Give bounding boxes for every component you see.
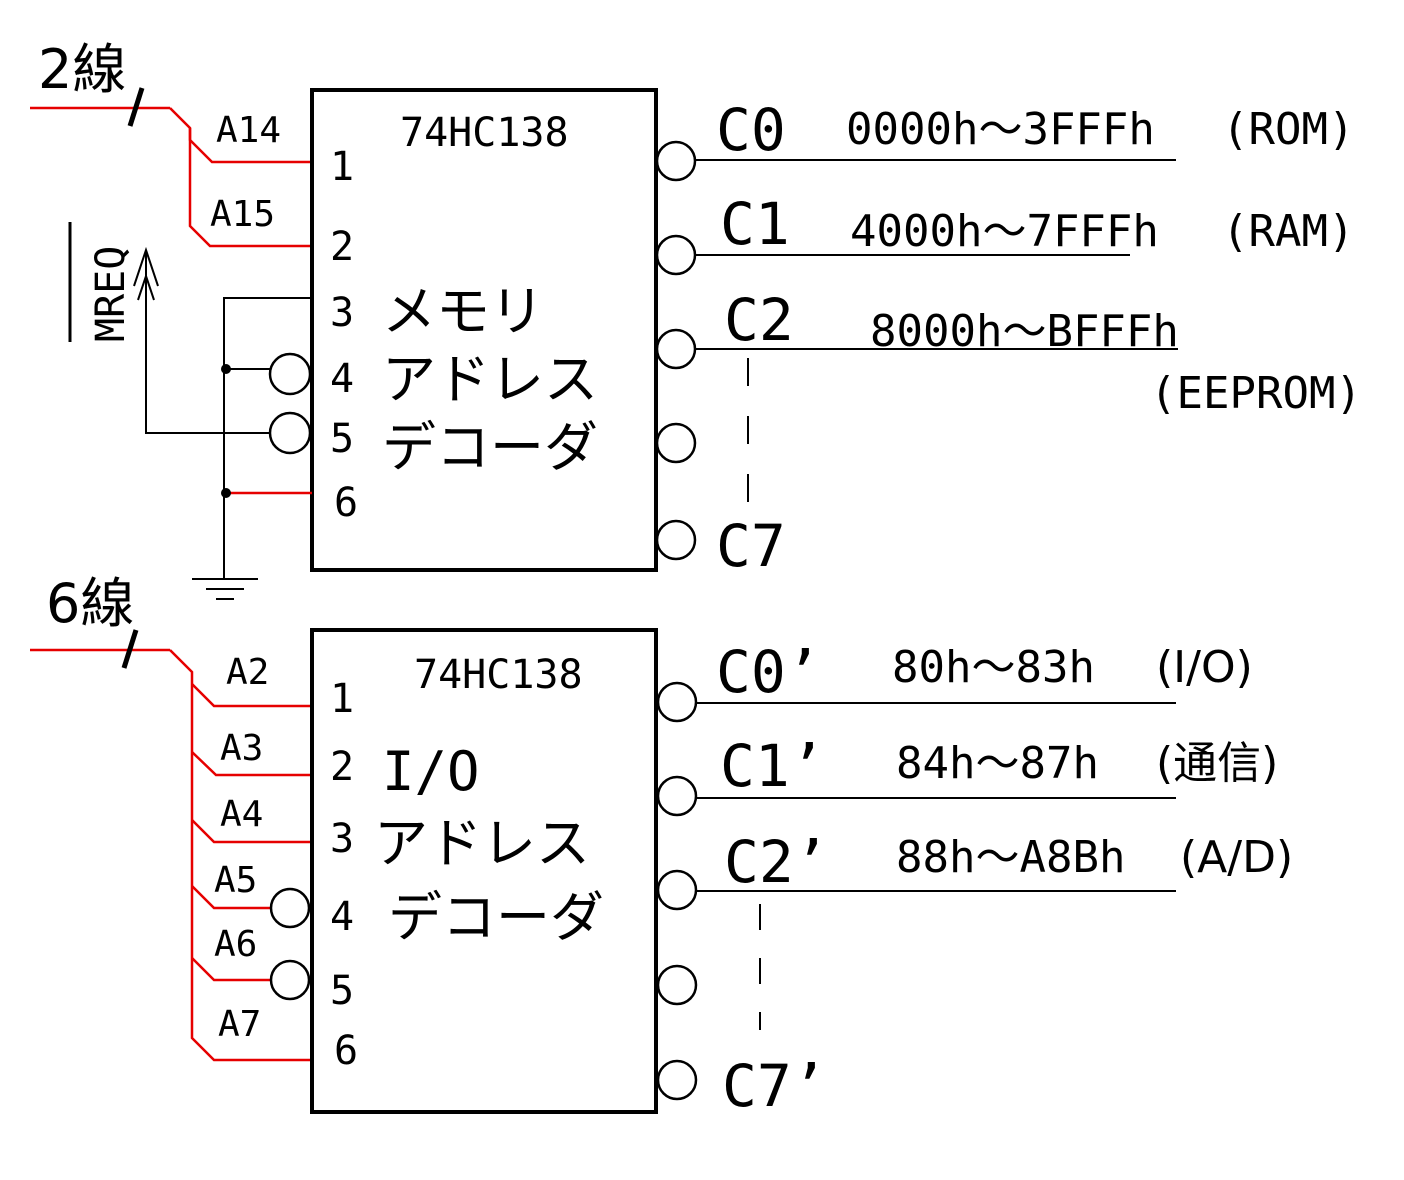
top-wire-a15 bbox=[169, 107, 312, 248]
bottom-addr-label-a6: A6 bbox=[214, 924, 257, 965]
top-output-device-c1: (RAM) bbox=[1222, 206, 1354, 257]
bottom-output-device-c1: (通信) bbox=[1156, 738, 1278, 789]
memory-address-decoder: 2線 A14 A15 74HC138 メモリ アドレス デコーダ 1 2 3 4… bbox=[30, 38, 1362, 600]
bottom-bus-label: 6線 bbox=[46, 572, 134, 635]
bottom-output-name-c2: C2’ bbox=[724, 828, 829, 896]
top-wire-a14 bbox=[188, 128, 312, 164]
mreq-label: MREQ bbox=[88, 246, 134, 342]
mreq-wire bbox=[145, 252, 270, 434]
bottom-title-line-2: アドレス bbox=[374, 812, 590, 875]
top-title-line-3: デコーダ bbox=[382, 416, 598, 479]
bottom-pin-1: 1 bbox=[330, 676, 354, 722]
top-output-bubble-c3 bbox=[655, 422, 697, 464]
top-output-device-c0: (ROM) bbox=[1222, 104, 1354, 155]
top-junction-pin4 bbox=[221, 364, 231, 374]
bottom-pin-4: 4 bbox=[330, 894, 354, 940]
bottom-addr-label-a5: A5 bbox=[214, 860, 257, 901]
bottom-wire-a6 bbox=[191, 957, 270, 982]
bottom-output-bubble-c1 bbox=[656, 775, 698, 817]
top-bus-label: 2線 bbox=[38, 38, 126, 101]
top-output-range-c2: 8000h～BFFFh bbox=[870, 306, 1179, 357]
top-bus-slash bbox=[127, 87, 145, 127]
bottom-pin5-inversion-bubble bbox=[269, 959, 311, 1001]
bottom-output-range-c2: 88h～A8Bh bbox=[896, 832, 1125, 883]
bottom-output-range-c1: 84h～87h bbox=[896, 738, 1099, 789]
bottom-output-name-c1: C1’ bbox=[720, 732, 825, 800]
bottom-output-bubble-c2 bbox=[656, 869, 698, 911]
bottom-output-name-c0: C0’ bbox=[716, 638, 821, 706]
top-output-name-c1: C1 bbox=[720, 190, 790, 258]
bottom-title-line-3: デコーダ bbox=[388, 886, 604, 949]
top-output-range-c0: 0000h～3FFFh bbox=[846, 104, 1155, 155]
bottom-pin4-inversion-bubble bbox=[269, 887, 311, 929]
bottom-addr-label-a2: A2 bbox=[226, 652, 269, 693]
bottom-pin-2: 2 bbox=[330, 744, 354, 790]
bottom-bus-slash bbox=[121, 629, 139, 669]
top-output-name-c0: C0 bbox=[716, 96, 786, 164]
top-pin-4: 4 bbox=[330, 356, 354, 402]
top-addr-label-a14: A14 bbox=[216, 110, 281, 151]
top-addr-label-a15: A15 bbox=[210, 194, 275, 235]
bottom-title-line-1: I/O bbox=[382, 740, 480, 803]
bottom-output-device-c2: (A/D) bbox=[1180, 832, 1293, 883]
bottom-chip-body bbox=[310, 628, 658, 1114]
bottom-pin-3: 3 bbox=[330, 816, 354, 862]
bottom-wire-a2 bbox=[191, 683, 312, 708]
bottom-wire-a5 bbox=[191, 885, 270, 910]
top-junction-pin6 bbox=[221, 488, 231, 498]
bottom-output-bubble-c3 bbox=[656, 964, 698, 1006]
bottom-wire-a7 bbox=[169, 649, 312, 1062]
top-pin-1: 1 bbox=[330, 144, 354, 190]
bottom-addr-label-a4: A4 bbox=[220, 794, 263, 835]
top-title-line-1: メモリ bbox=[382, 280, 544, 343]
top-pin3-ground-wire bbox=[223, 297, 312, 578]
bottom-output-bubble-c7 bbox=[656, 1059, 698, 1101]
bottom-pin-6: 6 bbox=[334, 1028, 358, 1074]
bottom-output-name-c7: C7’ bbox=[722, 1052, 827, 1120]
top-chip-label: 74HC138 bbox=[400, 110, 569, 156]
top-output-name-c7: C7 bbox=[716, 512, 786, 580]
bottom-output-bubble-c0 bbox=[656, 681, 698, 723]
top-output-bubble-c1 bbox=[655, 234, 697, 276]
mreq-arrow-icon bbox=[133, 246, 159, 287]
top-pin-5: 5 bbox=[330, 416, 354, 462]
bottom-pin-5: 5 bbox=[330, 968, 354, 1014]
top-output-name-c2: C2 bbox=[724, 286, 794, 354]
top-output-bubble-c2 bbox=[655, 328, 697, 370]
top-output-device-c2: (EEPROM) bbox=[1150, 368, 1362, 419]
bottom-output-device-c0: (I/O) bbox=[1156, 642, 1253, 693]
top-pin-2: 2 bbox=[330, 224, 354, 270]
bottom-addr-label-a7: A7 bbox=[218, 1004, 261, 1045]
top-pin5-inversion-bubble bbox=[268, 411, 312, 455]
ground-symbol bbox=[192, 578, 258, 600]
top-pin-3: 3 bbox=[330, 290, 354, 336]
top-output-bubble-c0 bbox=[655, 140, 697, 182]
top-pin4-inversion-bubble bbox=[268, 352, 312, 396]
top-chip-body bbox=[310, 88, 658, 572]
bottom-wire-a3 bbox=[191, 751, 312, 777]
bottom-wire-a4 bbox=[191, 819, 312, 844]
io-address-decoder: 6線 A2 A3 A4 A5 A6 A7 74HC138 I/O アドレス デコ… bbox=[30, 572, 1293, 1120]
top-pin-6: 6 bbox=[334, 480, 358, 526]
bottom-output-range-c0: 80h～83h bbox=[892, 642, 1095, 693]
top-output-range-c1: 4000h～7FFFh bbox=[850, 206, 1159, 257]
bottom-addr-label-a3: A3 bbox=[220, 728, 263, 769]
top-title-line-2: アドレス bbox=[382, 348, 598, 411]
top-output-bubble-c7 bbox=[655, 519, 697, 561]
bottom-chip-label: 74HC138 bbox=[414, 652, 583, 698]
